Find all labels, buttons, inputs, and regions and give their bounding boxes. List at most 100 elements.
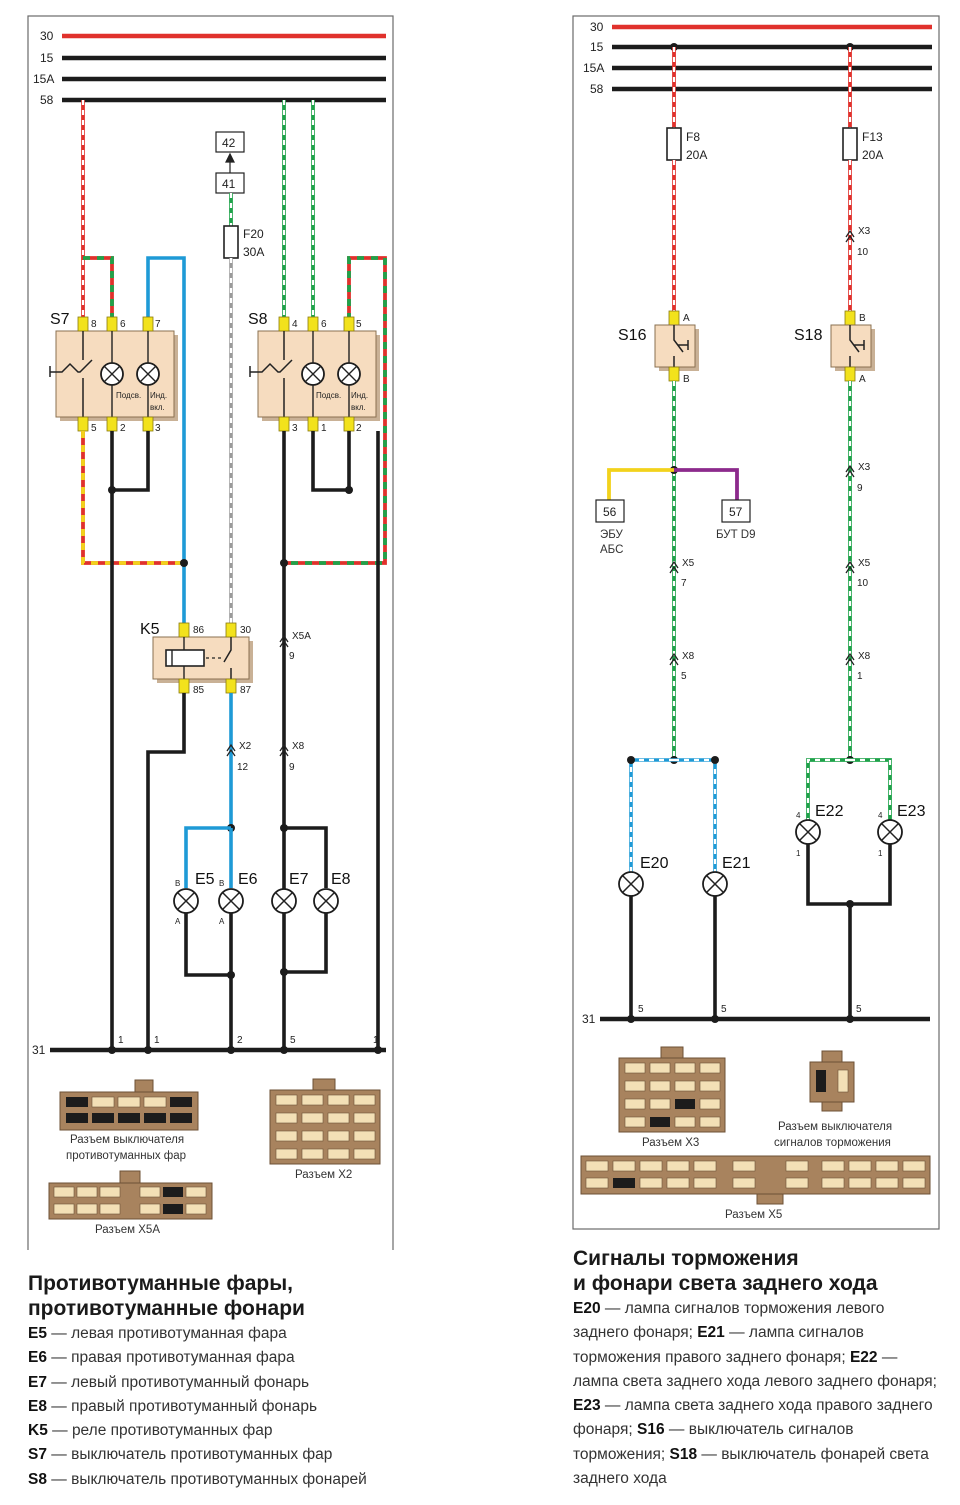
gnd-pin-5: 1 bbox=[373, 1035, 379, 1046]
ebu-label-1: ЭБУ bbox=[600, 529, 624, 541]
fuse-f20-rating: 30A bbox=[243, 245, 264, 259]
rgnd-pin-1: 5 bbox=[638, 1004, 644, 1015]
e6-pin-a: A bbox=[219, 917, 225, 926]
e6-name: E6 bbox=[238, 871, 258, 888]
s16-pin-bottom: B bbox=[683, 374, 690, 385]
k5-pin-87: 87 bbox=[240, 685, 252, 696]
x2-name: X2 bbox=[239, 741, 252, 752]
x8-right-name: X8 bbox=[858, 651, 871, 662]
fog-switch-connector bbox=[59, 1079, 199, 1131]
x8-left-pin: 5 bbox=[681, 671, 687, 682]
wiring-diagrams: 30 15 15A 58 42 41 F20 30A bbox=[27, 15, 940, 1250]
x5-right-pin: 10 bbox=[857, 578, 869, 589]
k5-pin-85: 85 bbox=[193, 685, 205, 696]
box-56-label: 56 bbox=[603, 505, 617, 519]
e5-name: E5 bbox=[195, 871, 215, 888]
legend-item: S7 — выключатель противотуманных фар bbox=[28, 1446, 333, 1464]
x3-connector bbox=[618, 1046, 726, 1133]
s8-pin-5: 5 bbox=[356, 319, 362, 330]
s7-pin-7: 7 bbox=[155, 319, 161, 330]
f8-rating: 20A bbox=[686, 148, 707, 162]
s8-lamp2b-label: вкл. bbox=[351, 403, 366, 412]
s7-lamp1-label: Подсв. bbox=[116, 391, 141, 400]
conn-x2-caption: Разъем X2 bbox=[295, 1169, 352, 1181]
e7-name: E7 bbox=[289, 871, 309, 888]
fuse-f20 bbox=[223, 225, 239, 259]
conn-switch-caption-2: противотуманных фар bbox=[66, 1150, 186, 1162]
e22-pin-top: 4 bbox=[796, 811, 801, 820]
brake-reverse-diagram: 30 15 15A 58 F8 20A F13 20A X3 10 A S16 … bbox=[572, 15, 940, 1230]
f8-name: F8 bbox=[686, 130, 700, 144]
x5a-connector bbox=[48, 1170, 213, 1220]
bus-label-15a: 15A bbox=[33, 72, 54, 86]
s7-pin-6: 6 bbox=[120, 319, 126, 330]
s18-pin-top: B bbox=[859, 313, 866, 324]
gnd-pin-3: 2 bbox=[237, 1035, 243, 1046]
fuse-f20-name: F20 bbox=[243, 227, 264, 241]
s8-lamp2-label: Инд. bbox=[351, 391, 368, 400]
conn-x5-caption: Разъем X5 bbox=[725, 1209, 782, 1221]
conn-brake-caption-1: Разъем выключателя bbox=[778, 1121, 892, 1133]
ebu-label-2: АБС bbox=[600, 544, 623, 556]
x2-pin: 12 bbox=[237, 762, 249, 773]
rgnd-pin-3: 5 bbox=[856, 1004, 862, 1015]
s18-name: S18 bbox=[794, 327, 823, 344]
but-label: БУТ D9 bbox=[716, 529, 756, 541]
s8-pin-1: 1 bbox=[321, 423, 327, 434]
x3a-pin: 10 bbox=[857, 247, 869, 258]
e5-pin-b: B bbox=[175, 879, 180, 888]
e23-pin-bot: 1 bbox=[878, 849, 883, 858]
x3a-name: X3 bbox=[858, 226, 871, 237]
f13-rating: 20A bbox=[862, 148, 883, 162]
switch-s16 bbox=[654, 324, 696, 368]
e22-pin-bot: 1 bbox=[796, 849, 801, 858]
s18-pin-bottom: A bbox=[859, 374, 866, 385]
x8-left-name: X8 bbox=[682, 651, 695, 662]
right-legend: E20 — лампа сигналов торможения левого з… bbox=[573, 1300, 937, 1488]
rbus-label-30: 30 bbox=[590, 20, 604, 34]
x5a-name: X5A bbox=[292, 631, 311, 642]
legend-item: S8 — выключатель противотуманных фонарей bbox=[28, 1470, 367, 1488]
k5-name: K5 bbox=[140, 621, 160, 638]
e21-name: E21 bbox=[722, 855, 751, 872]
e23-pin-top: 4 bbox=[878, 811, 883, 820]
fog-lamps-diagram: 30 15 15A 58 42 41 F20 30A bbox=[27, 15, 394, 1250]
legend-item: E8 — правый противотуманный фонарь bbox=[28, 1397, 318, 1415]
e22-name: E22 bbox=[815, 803, 844, 820]
s7-pin-5: 5 bbox=[91, 423, 97, 434]
conn-x3-caption: Разъем X3 bbox=[642, 1137, 699, 1149]
s7-name: S7 bbox=[50, 311, 70, 328]
k5-pin-86: 86 bbox=[193, 625, 205, 636]
s7-lamp2-label: Инд. bbox=[150, 391, 167, 400]
s7-pin-3: 3 bbox=[155, 423, 161, 434]
bus-label-58: 58 bbox=[40, 93, 54, 107]
box-56 bbox=[595, 499, 625, 523]
f13-name: F13 bbox=[862, 130, 883, 144]
s8-lamp1-label: Подсв. bbox=[316, 391, 341, 400]
box-42-label: 42 bbox=[222, 136, 236, 150]
rbus-label-15: 15 bbox=[590, 40, 604, 54]
ground-label-left: 31 bbox=[32, 1043, 46, 1057]
e8-name: E8 bbox=[331, 871, 351, 888]
left-legend: E5 — левая противотуманная фара E6 — пра… bbox=[28, 1322, 367, 1492]
box-57-label: 57 bbox=[729, 505, 743, 519]
s16-pin-top: A bbox=[683, 313, 690, 324]
s16-name: S16 bbox=[618, 327, 647, 344]
brake-switch-connector bbox=[809, 1050, 855, 1112]
right-title-line2: и фонари света заднего хода bbox=[573, 1272, 878, 1295]
e23-name: E23 bbox=[897, 803, 926, 820]
s8-pin-3: 3 bbox=[292, 423, 298, 434]
fuse-f8 bbox=[666, 127, 682, 161]
box-41-label: 41 bbox=[222, 177, 236, 191]
gnd-pin-4: 5 bbox=[290, 1035, 296, 1046]
fuse-f13 bbox=[842, 127, 858, 161]
rbus-label-15a: 15A bbox=[583, 61, 604, 75]
s7-lamp2b-label: вкл. bbox=[150, 403, 165, 412]
gnd-pin-2: 1 bbox=[154, 1035, 160, 1046]
s8-name: S8 bbox=[248, 311, 268, 328]
s7-pin-2: 2 bbox=[120, 423, 126, 434]
x5a-pin: 9 bbox=[289, 651, 295, 662]
x8-right-pin: 1 bbox=[857, 671, 863, 682]
x3b-name: X3 bbox=[858, 462, 871, 473]
x5-right-name: X5 bbox=[858, 558, 871, 569]
